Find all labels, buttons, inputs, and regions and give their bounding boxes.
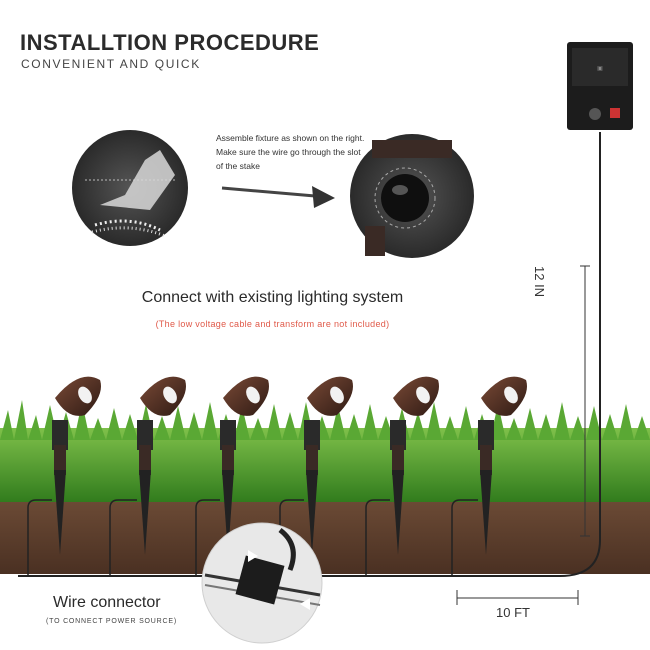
branch-wires: [27, 499, 478, 576]
dimension-10ft-line: [456, 590, 579, 605]
wire-connector-label: Wire connector: [53, 594, 161, 611]
page-subtitle: CONVENIENT AND QUICK: [21, 57, 201, 71]
fixture-assembly-illustration: [350, 134, 474, 258]
spotlight-icon: [52, 376, 527, 555]
dimension-12in-line: [580, 265, 590, 537]
dimension-12in-label: 12 IN: [532, 266, 547, 298]
svg-text:▣: ▣: [597, 66, 603, 72]
wire-connector-sublabel: (TO CONNECT POWER SOURCE): [46, 618, 177, 625]
grass: [0, 400, 650, 504]
page-title: INSTALLTION PROCEDURE: [20, 30, 320, 55]
soil: [0, 502, 650, 574]
assembly-instruction: Assemble fixture as shown on the right. …: [216, 133, 365, 171]
connect-heading: Connect with existing lighting system: [141, 289, 404, 306]
dimension-10ft-label: 10 FT: [496, 605, 530, 620]
low-voltage-cable: [18, 132, 601, 577]
arrow-right-icon: [221, 186, 335, 208]
connect-note: (The low voltage cable and transform are…: [155, 319, 390, 329]
transformer-icon: ▣: [567, 42, 633, 130]
wire-connector-icon: [201, 522, 323, 644]
stake-step-illustration: [72, 130, 188, 246]
